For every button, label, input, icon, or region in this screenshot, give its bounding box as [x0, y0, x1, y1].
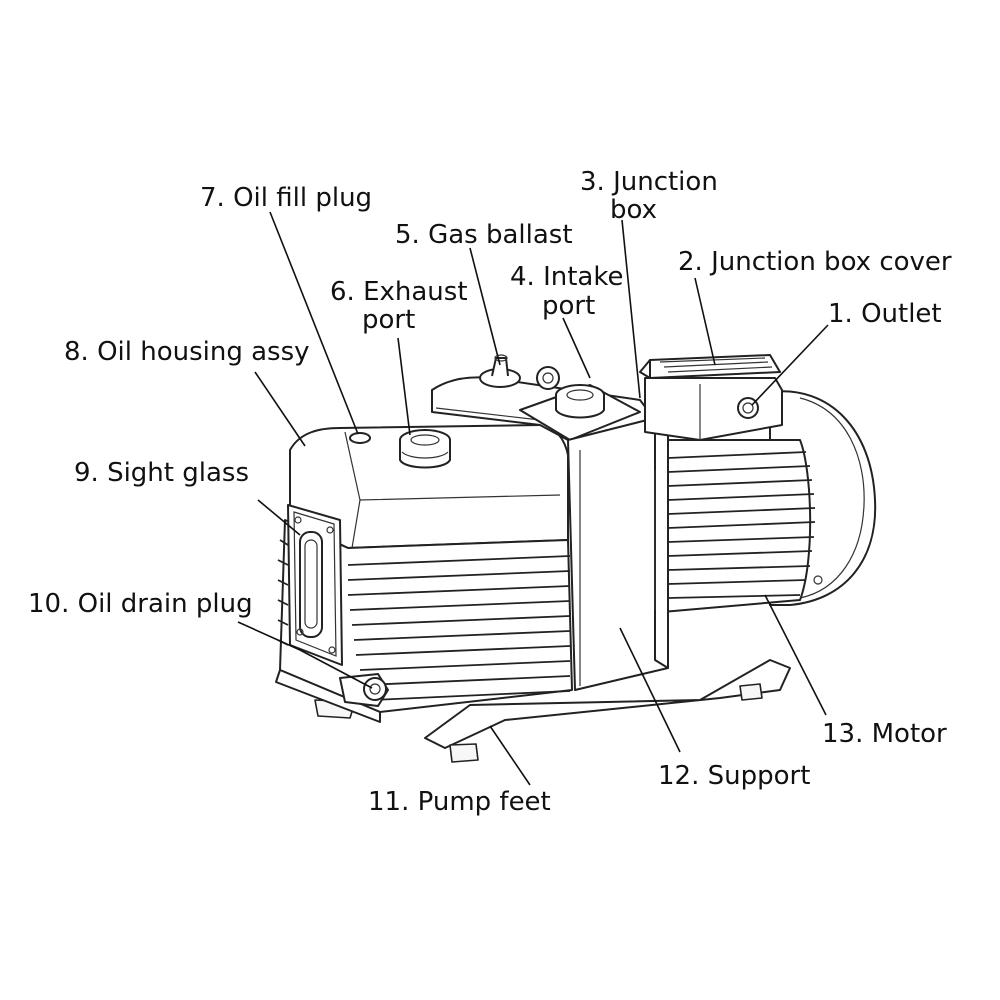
label-junction-box-cover: 2. Junction box cover	[678, 247, 952, 277]
leader-junction-box	[621, 219, 641, 399]
leader-exhaust-port	[397, 337, 411, 436]
junction-box	[639, 354, 783, 441]
label-sight-glass: 9. Sight glass	[74, 458, 249, 488]
intake-port	[519, 366, 641, 441]
label-oil-drain-plug: 10. Oil drain plug	[28, 589, 253, 619]
leader-gas-ballast	[469, 247, 501, 366]
label-junction-box-line1: 3. Junction	[580, 167, 718, 197]
housing-fins	[277, 539, 571, 701]
leader-junction-box-cover	[694, 277, 716, 366]
leader-pump-feet	[489, 725, 531, 786]
oil-fill-plug	[349, 432, 371, 444]
label-support: 12. Support	[658, 761, 810, 791]
exhaust-port	[399, 429, 451, 469]
label-oil-housing-assy: 8. Oil housing assy	[64, 337, 310, 367]
label-exhaust-port-line2: port	[362, 305, 415, 335]
label-gas-ballast: 5. Gas ballast	[395, 220, 573, 250]
leader-oil-drain-plug	[237, 621, 373, 689]
label-outlet: 1. Outlet	[828, 299, 942, 329]
leader-oil-housing	[254, 371, 306, 447]
support	[567, 417, 669, 691]
label-junction-box-line2: box	[610, 195, 657, 225]
motor	[661, 390, 877, 613]
leader-sight-glass	[257, 499, 301, 536]
gas-ballast	[479, 354, 521, 388]
leader-intake-port	[562, 317, 591, 379]
leader-outlet	[751, 324, 829, 406]
leader-support	[619, 627, 681, 753]
motor-fins	[667, 451, 816, 599]
label-exhaust-port-line1: 6. Exhaust	[330, 277, 468, 307]
oil-housing	[275, 424, 573, 723]
label-intake-port-line2: port	[542, 291, 595, 321]
label-intake-port-line1: 4. Intake	[510, 262, 623, 292]
label-motor: 13. Motor	[822, 719, 947, 749]
sight-glass	[287, 504, 343, 666]
leader-oil-fill-plug	[269, 211, 359, 435]
leader-lines	[237, 211, 829, 786]
label-oil-fill-plug: 7. Oil fill plug	[200, 183, 372, 213]
label-pump-feet: 11. Pump feet	[368, 787, 551, 817]
oil-drain-plug	[339, 673, 389, 707]
leader-motor	[764, 594, 827, 716]
labels: 1. Outlet 2. Junction box cover 3. Junct…	[28, 167, 952, 817]
